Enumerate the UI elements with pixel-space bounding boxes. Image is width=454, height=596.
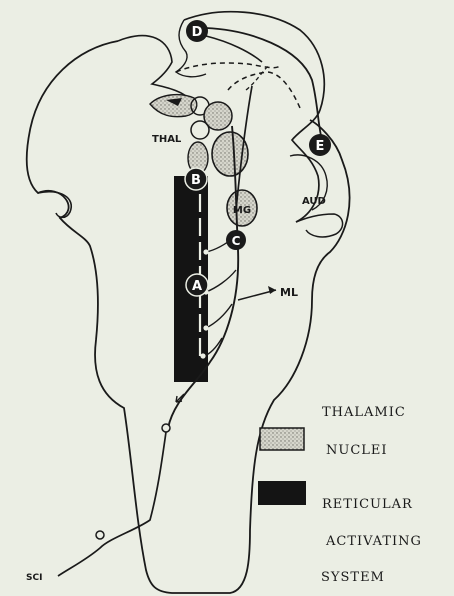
legend-reticular-line2: ACTIVATING — [326, 534, 422, 549]
label-mg: MG — [233, 205, 251, 216]
legend-swatch-thalamic — [260, 428, 304, 450]
relay-node-lower — [96, 531, 104, 539]
label-ml: ML — [280, 286, 298, 299]
legend-thalamic-line2: NUCLEI — [326, 443, 388, 458]
label-aud: AUD — [302, 196, 326, 207]
dashed-projection-2 — [228, 72, 300, 108]
spinal-pathway — [58, 432, 166, 576]
thalamic-node-2 — [191, 121, 209, 139]
label-sci: SCI — [26, 573, 42, 583]
collateral-terminal-1 — [203, 249, 208, 254]
collateral-2 — [206, 270, 236, 292]
circle-e-label: E — [316, 139, 325, 154]
label-thal: THAL — [152, 134, 182, 145]
legend-swatch-reticular — [258, 481, 306, 505]
collateral-terminal-4 — [200, 353, 205, 358]
circle-d-label: D — [192, 25, 203, 40]
midline-fold — [118, 36, 190, 100]
circle-c-label: C — [232, 234, 241, 248]
ml-arrow-head — [268, 286, 276, 294]
thalamus-upper-shape — [150, 95, 197, 117]
legend-reticular-line1: RETICULAR — [322, 497, 413, 512]
collateral-terminal-3 — [203, 325, 208, 330]
dashed-projection-1 — [176, 63, 280, 72]
arc-d-branch — [206, 36, 262, 62]
circle-a-label: A — [192, 279, 202, 294]
legend-reticular-line3: SYSTEM — [321, 570, 385, 585]
dashed-projection-3 — [246, 66, 268, 90]
circle-b-label: B — [191, 173, 201, 188]
relay-node-upper — [162, 424, 170, 432]
legend-thalamic-line1: THALAMIC — [322, 405, 406, 420]
